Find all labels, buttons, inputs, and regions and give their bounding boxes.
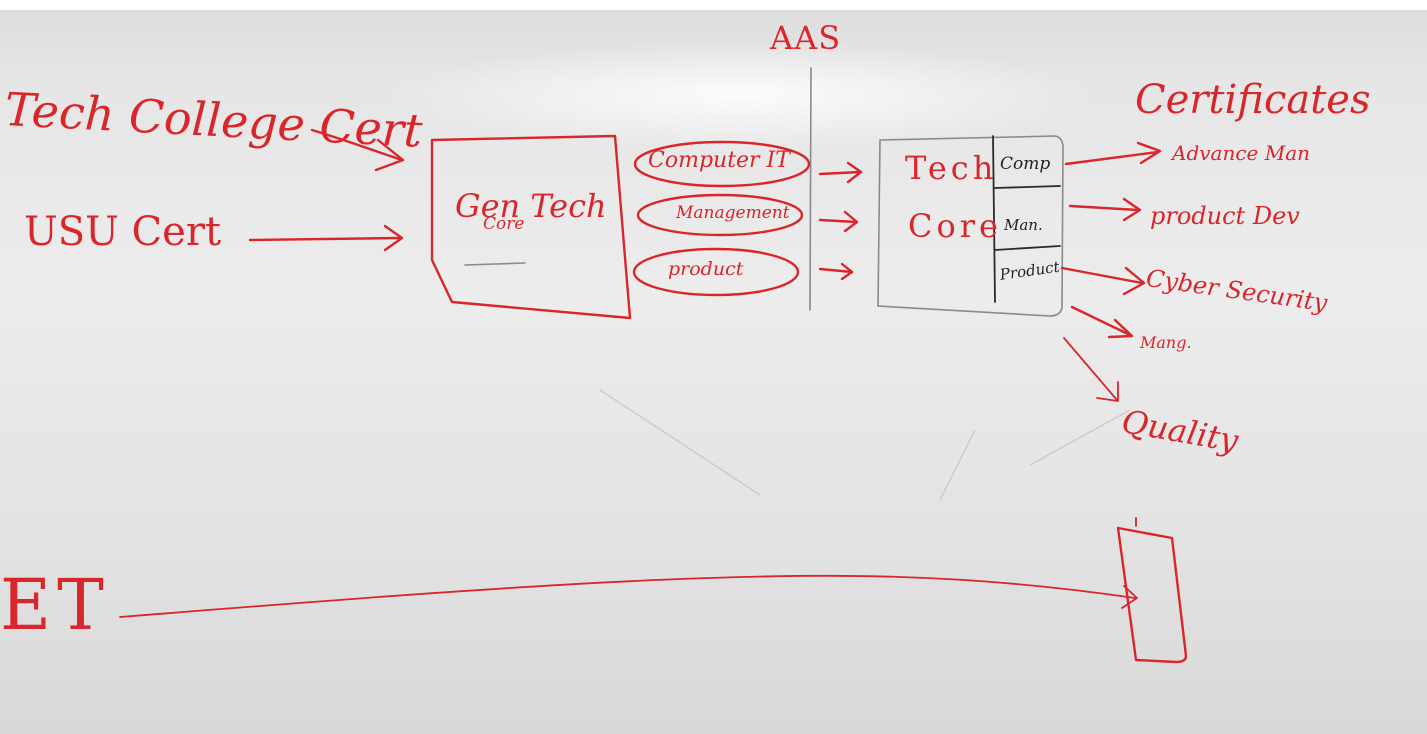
tech-core-line1: Tech <box>905 149 998 187</box>
track-computer-it-label: Computer IT <box>648 148 790 173</box>
eraser-smudge <box>599 389 761 496</box>
arrow-out-cyber <box>1060 266 1144 285</box>
track-product-label: product <box>668 258 744 280</box>
arrow-out-quality <box>1063 337 1118 401</box>
certificates-heading: Certificates <box>1135 77 1371 123</box>
output-mang: Mang. <box>1140 333 1192 352</box>
aas-label: AAS <box>770 19 842 57</box>
track-oval-computer-it <box>633 140 811 188</box>
track-oval-management <box>636 193 804 237</box>
track-management-label: Management <box>676 203 790 223</box>
arrow-out-advance <box>1064 150 1160 166</box>
tech-core-cell-man: Man. <box>1004 216 1043 234</box>
arrowhead <box>1122 266 1146 296</box>
output-advance-man: Advance Man <box>1172 141 1311 165</box>
gen-tech-core-line2: Core <box>483 214 525 234</box>
arrowhead <box>846 161 863 184</box>
arrow-out-product-dev <box>1068 204 1140 212</box>
track-oval-product <box>632 247 800 297</box>
output-product-dev: product Dev <box>1150 202 1300 230</box>
arrow-track-3 <box>818 267 854 274</box>
tech-core-cell-comp: Comp <box>1000 154 1051 174</box>
et-arrow-line <box>119 574 1136 618</box>
tech-core-cells-divider <box>992 135 996 303</box>
tech-core-box <box>877 135 1064 317</box>
usu-cert-label: USU Cert <box>24 209 222 255</box>
gen-tech-core-box <box>430 134 632 320</box>
tech-core-line2: Core <box>908 207 1002 245</box>
arrow-track-2 <box>818 218 858 224</box>
box-underline <box>464 262 526 266</box>
arrow-out-mang <box>1070 305 1132 337</box>
eraser-smudge <box>1029 409 1131 466</box>
arrowhead <box>1096 381 1119 402</box>
arrowhead <box>1107 318 1134 339</box>
et-label: ET <box>0 564 110 646</box>
arrowhead <box>1122 197 1142 222</box>
arrowhead <box>374 138 405 172</box>
bottom-right-box <box>1116 526 1188 664</box>
arrowhead <box>1121 585 1138 609</box>
arrowhead <box>840 262 854 281</box>
arrowhead <box>843 210 859 233</box>
arrow-usu <box>248 236 402 242</box>
arrowhead <box>383 224 404 252</box>
arrow-track-1 <box>818 170 862 176</box>
eraser-smudge <box>939 429 976 501</box>
tech-core-cell-line <box>994 245 1061 251</box>
arrow-tech-college <box>310 128 404 162</box>
arrowhead <box>1136 141 1162 165</box>
aas-divider-line <box>809 67 812 311</box>
tech-core-cell-line <box>994 185 1061 189</box>
gen-tech-core-line1: Gen Tech <box>455 187 607 225</box>
